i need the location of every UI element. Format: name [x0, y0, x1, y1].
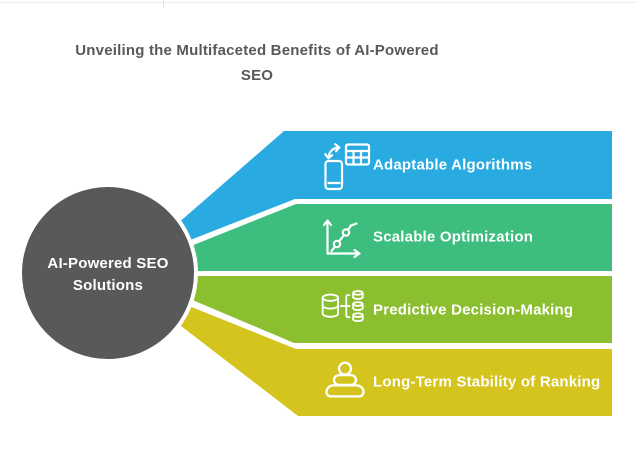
page-title-line2: SEO: [240, 67, 274, 84]
page-title: Unveiling the Multifaceted Benefits of A…: [37, 38, 477, 88]
device-sync-table-icon: [322, 142, 372, 192]
branch-label-adaptable-algorithms: Adaptable Algorithms: [373, 156, 533, 174]
branch-label-predictive-decision-making: Predictive Decision-Making: [373, 301, 574, 319]
database-branch-icon: [320, 290, 368, 330]
stacked-stones-icon: [323, 360, 367, 404]
branch-band-scalable-optimization: [176, 204, 612, 271]
center-label-line2: Solutions: [72, 277, 144, 294]
branch-label-scalable-optimization: Scalable Optimization: [373, 228, 534, 246]
page-title-line1: Unveiling the Multifaceted Benefits of A…: [75, 42, 439, 59]
center-label-line1: AI-Powered SEO: [47, 255, 169, 272]
center-circle-label: AI-Powered SEO Solutions: [18, 253, 198, 297]
branch-label-long-term-stability: Long-Term Stability of Ranking: [373, 373, 601, 391]
center-circle: [18, 183, 198, 363]
branch-band-predictive-decision-making: [176, 276, 612, 343]
branch-band-adaptable-algorithms: [169, 131, 612, 246]
branch-band-long-term-stability: [168, 300, 612, 416]
growth-chart-icon: [320, 214, 366, 260]
decor-top-tick: [163, 0, 164, 8]
decor-top-line: [0, 2, 637, 3]
